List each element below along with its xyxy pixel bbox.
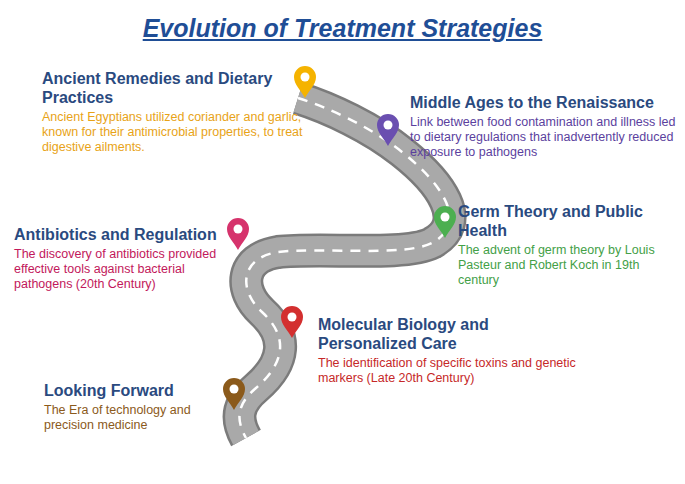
milestone-heading: Ancient Remedies and Dietary Practices [42,70,304,108]
milestone-block: Antibiotics and RegulationThe discovery … [14,226,222,292]
milestone-block: Looking ForwardThe Era of technology and… [44,382,224,433]
milestone-block: Germ Theory and Public HealthThe advent … [458,203,678,288]
map-pin [223,378,245,410]
milestone-heading: Antibiotics and Regulation [14,226,222,245]
milestone-description: Link between food contamination and illn… [410,115,678,160]
map-pin [377,114,399,146]
milestone-description: The identification of specific toxins an… [318,356,580,386]
milestone-description: The Era of technology and precision medi… [44,403,224,433]
milestone-block: Middle Ages to the RenaissanceLink betwe… [410,94,678,160]
map-pin [281,306,303,338]
milestone-heading: Molecular Biology and Personalized Care [318,316,580,354]
map-pin [294,66,316,98]
milestone-description: The discovery of antibiotics provided ef… [14,247,222,292]
diagram-title: Evolution of Treatment Strategies [0,14,685,43]
milestone-description: Ancient Egyptians utilized coriander and… [42,110,304,155]
map-pin [227,218,249,250]
map-pin [434,206,456,238]
milestone-heading: Germ Theory and Public Health [458,203,678,241]
milestone-heading: Middle Ages to the Renaissance [410,94,678,113]
milestone-heading: Looking Forward [44,382,224,401]
milestone-description: The advent of germ theory by Louis Paste… [458,243,678,288]
milestone-block: Molecular Biology and Personalized CareT… [318,316,580,386]
milestone-block: Ancient Remedies and Dietary PracticesAn… [42,70,304,155]
